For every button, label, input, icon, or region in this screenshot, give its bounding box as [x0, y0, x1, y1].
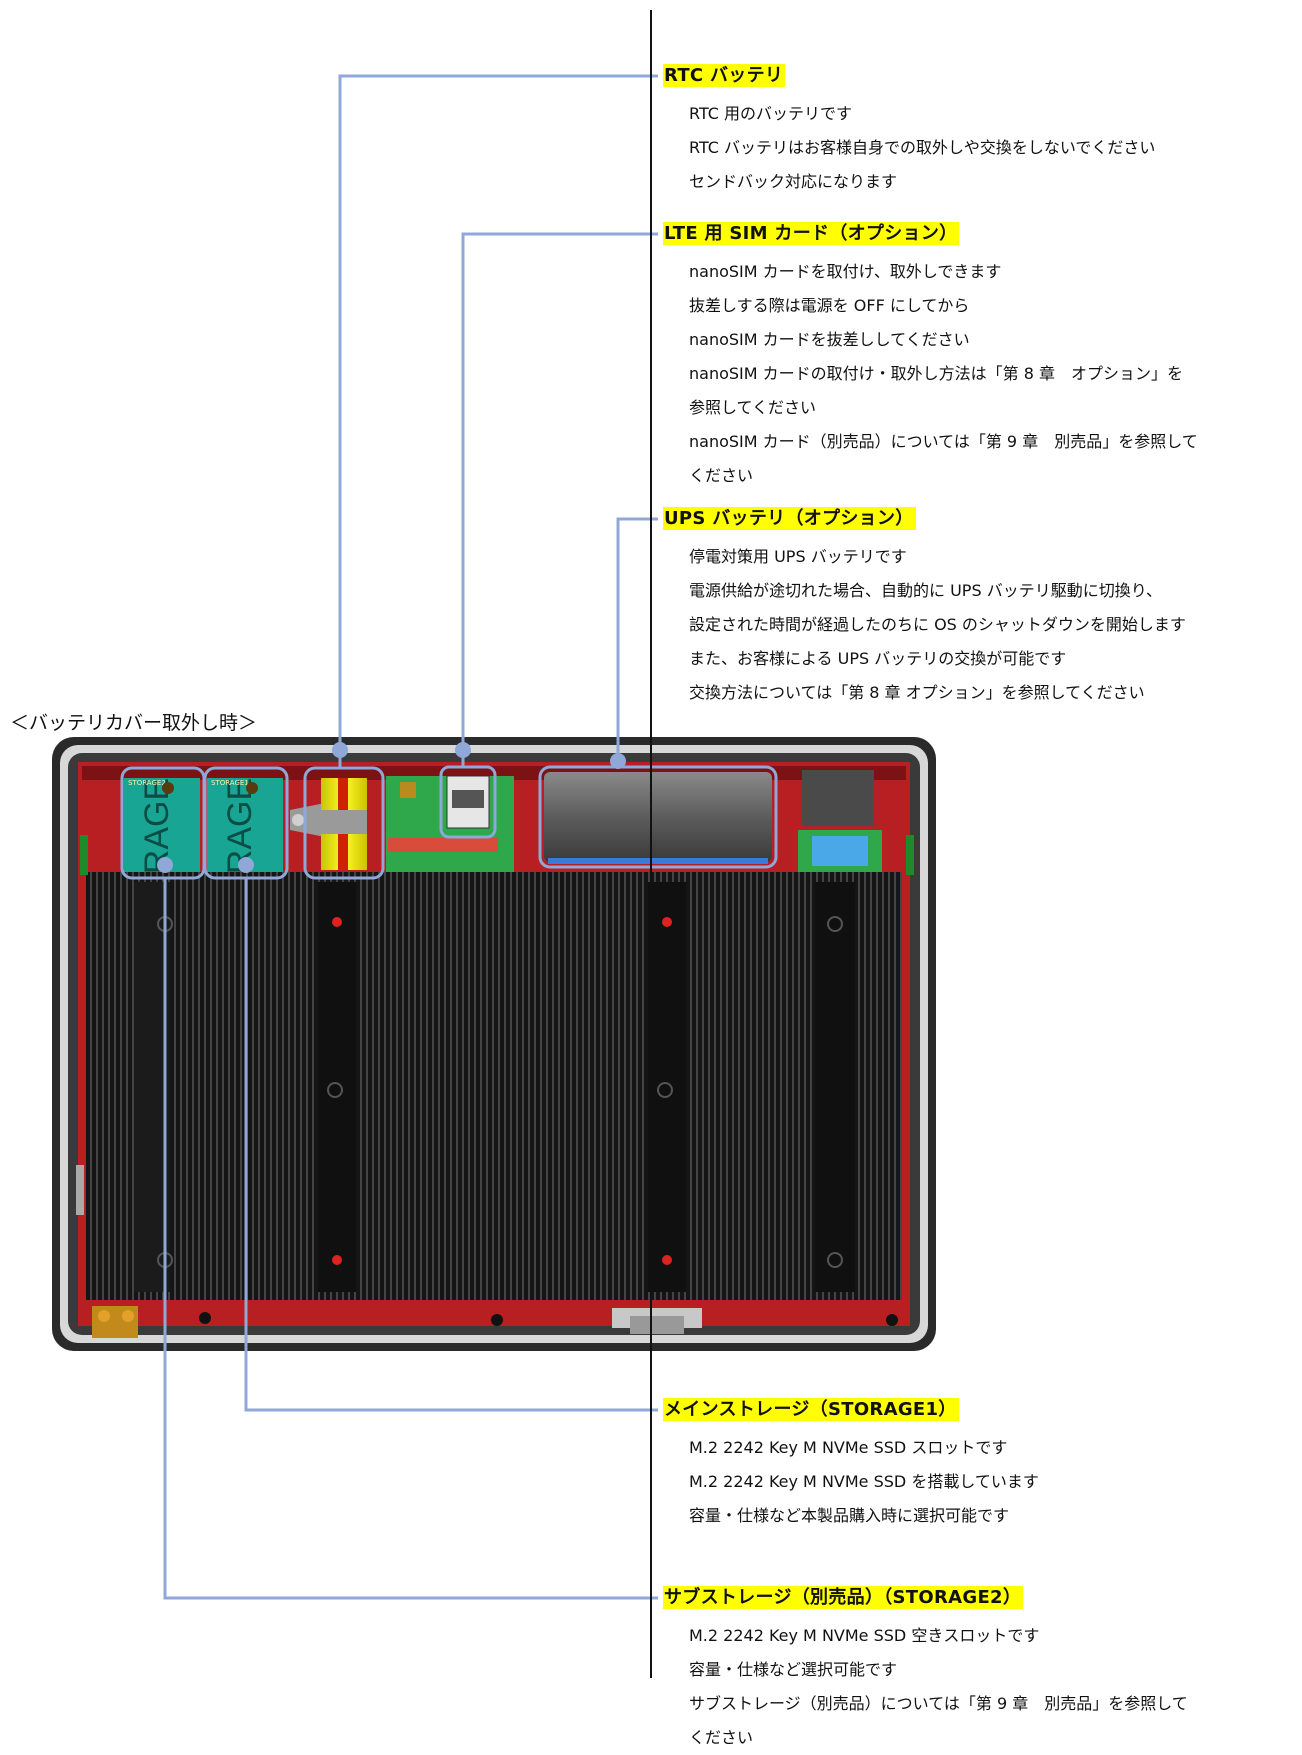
- section-title-ups: UPS バッテリ（オプション）: [663, 507, 916, 530]
- section-title-rtc: RTC バッテリ: [663, 64, 786, 87]
- section-sim: LTE 用 SIM カード（オプション） nanoSIM カードを取付け、取外し…: [663, 222, 1293, 493]
- callout-box-sim: [439, 765, 497, 839]
- heatsink-bar-1: [318, 882, 356, 1292]
- module-label-storage2: RAGE: [138, 778, 176, 874]
- callout-box-rtc: [303, 766, 385, 880]
- section-line: nanoSIM カードを取付け、取外しできます: [689, 262, 1002, 281]
- section-line: 容量・仕様など選択可能です: [689, 1660, 898, 1679]
- section-line: 停電対策用 UPS バッテリです: [689, 547, 907, 566]
- leader-line-storage2: [163, 878, 658, 1600]
- pcb-label-storage1: STORAGE1: [211, 779, 249, 787]
- section-line: 電源供給が途切れた場合、自動的に UPS バッテリ駆動に切換り、: [689, 581, 1163, 600]
- section-line: RTC 用のバッテリです: [689, 104, 853, 123]
- heatsink-bar-3: [815, 882, 855, 1292]
- leader-line-sim: [461, 232, 658, 767]
- section-line: nanoSIM カードを抜差ししてください: [689, 330, 970, 349]
- section-line: 参照してください: [689, 398, 817, 417]
- section-line: 交換方法については「第 8 章 オプション」を参照してください: [689, 683, 1145, 702]
- section-line: ください: [689, 466, 754, 485]
- section-ups: UPS バッテリ（オプション） 停電対策用 UPS バッテリです電源供給が途切れ…: [663, 507, 1293, 710]
- heatsink-bar-2: [648, 882, 686, 1292]
- section-line: ください: [689, 1728, 754, 1747]
- section-line: 容量・仕様など本製品購入時に選択可能です: [689, 1506, 1010, 1525]
- diagram-caption: ＜バッテリカバー取外し時＞: [10, 712, 258, 734]
- leader-line-rtc: [338, 74, 658, 768]
- ups-battery: [544, 772, 772, 862]
- section-storage2: サブストレージ（別売品）（STORAGE2） M.2 2242 Key M NV…: [663, 1586, 1293, 1755]
- section-lines-storage1: M.2 2242 Key M NVMe SSD スロットです M.2 2242 K…: [689, 1431, 1293, 1533]
- section-lines-sim: nanoSIM カードを取付け、取外しできます抜差しする際は電源を OFF にし…: [689, 255, 1293, 493]
- section-line: センドバック対応になります: [689, 172, 898, 191]
- section-line: 抜差しする際は電源を OFF にしてから: [689, 296, 970, 315]
- section-lines-ups: 停電対策用 UPS バッテリです電源供給が途切れた場合、自動的に UPS バッテ…: [689, 540, 1293, 710]
- leader-dots: [157, 742, 626, 873]
- section-line: サブストレージ（別売品）については「第 9 章 別売品」を参照して: [689, 1694, 1188, 1713]
- section-line: nanoSIM カードの取付け・取外し方法は「第 8 章 オプション」を: [689, 364, 1183, 383]
- leader-line-storage1: [244, 878, 658, 1412]
- section-line: 設定された時間が経過したのちに OS のシャットダウンを開始します: [689, 615, 1186, 634]
- section-line: RTC バッテリはお客様自身での取外しや交換をしないでください: [689, 138, 1156, 157]
- section-line: M.2 2242 Key M NVMe SSD 空きスロットです: [689, 1626, 1040, 1645]
- section-lines-rtc: RTC 用のバッテリです RTC バッテリはお客様自身での取外しや交換をしないでく…: [689, 97, 1293, 199]
- section-rtc: RTC バッテリ RTC 用のバッテリです RTC バッテリはお客様自身での取外し…: [663, 64, 1293, 199]
- section-lines-storage2: M.2 2242 Key M NVMe SSD 空きスロットです容量・仕様など選…: [689, 1619, 1293, 1755]
- heatsink: [86, 872, 902, 1300]
- leader-line-ups: [616, 517, 658, 767]
- section-title-storage1: メインストレージ（STORAGE1）: [663, 1398, 959, 1421]
- section-line: M.2 2242 Key M NVMe SSD を搭載しています: [689, 1472, 1039, 1491]
- callout-box-ups: [538, 765, 778, 869]
- section-line: M.2 2242 Key M NVMe SSD スロットです: [689, 1438, 1008, 1457]
- pcb-label-storage2: STORAGE2: [128, 779, 166, 787]
- section-title-storage2: サブストレージ（別売品）（STORAGE2）: [663, 1586, 1024, 1609]
- leader-lines: [163, 74, 658, 1600]
- section-line: nanoSIM カード（別売品）については「第 9 章 別売品」を参照して: [689, 432, 1198, 451]
- section-line: また、お客様による UPS バッテリの交換が可能です: [689, 649, 1067, 668]
- section-storage1: メインストレージ（STORAGE1） M.2 2242 Key M NVMe S…: [663, 1398, 1293, 1533]
- section-title-sim: LTE 用 SIM カード（オプション）: [663, 222, 960, 245]
